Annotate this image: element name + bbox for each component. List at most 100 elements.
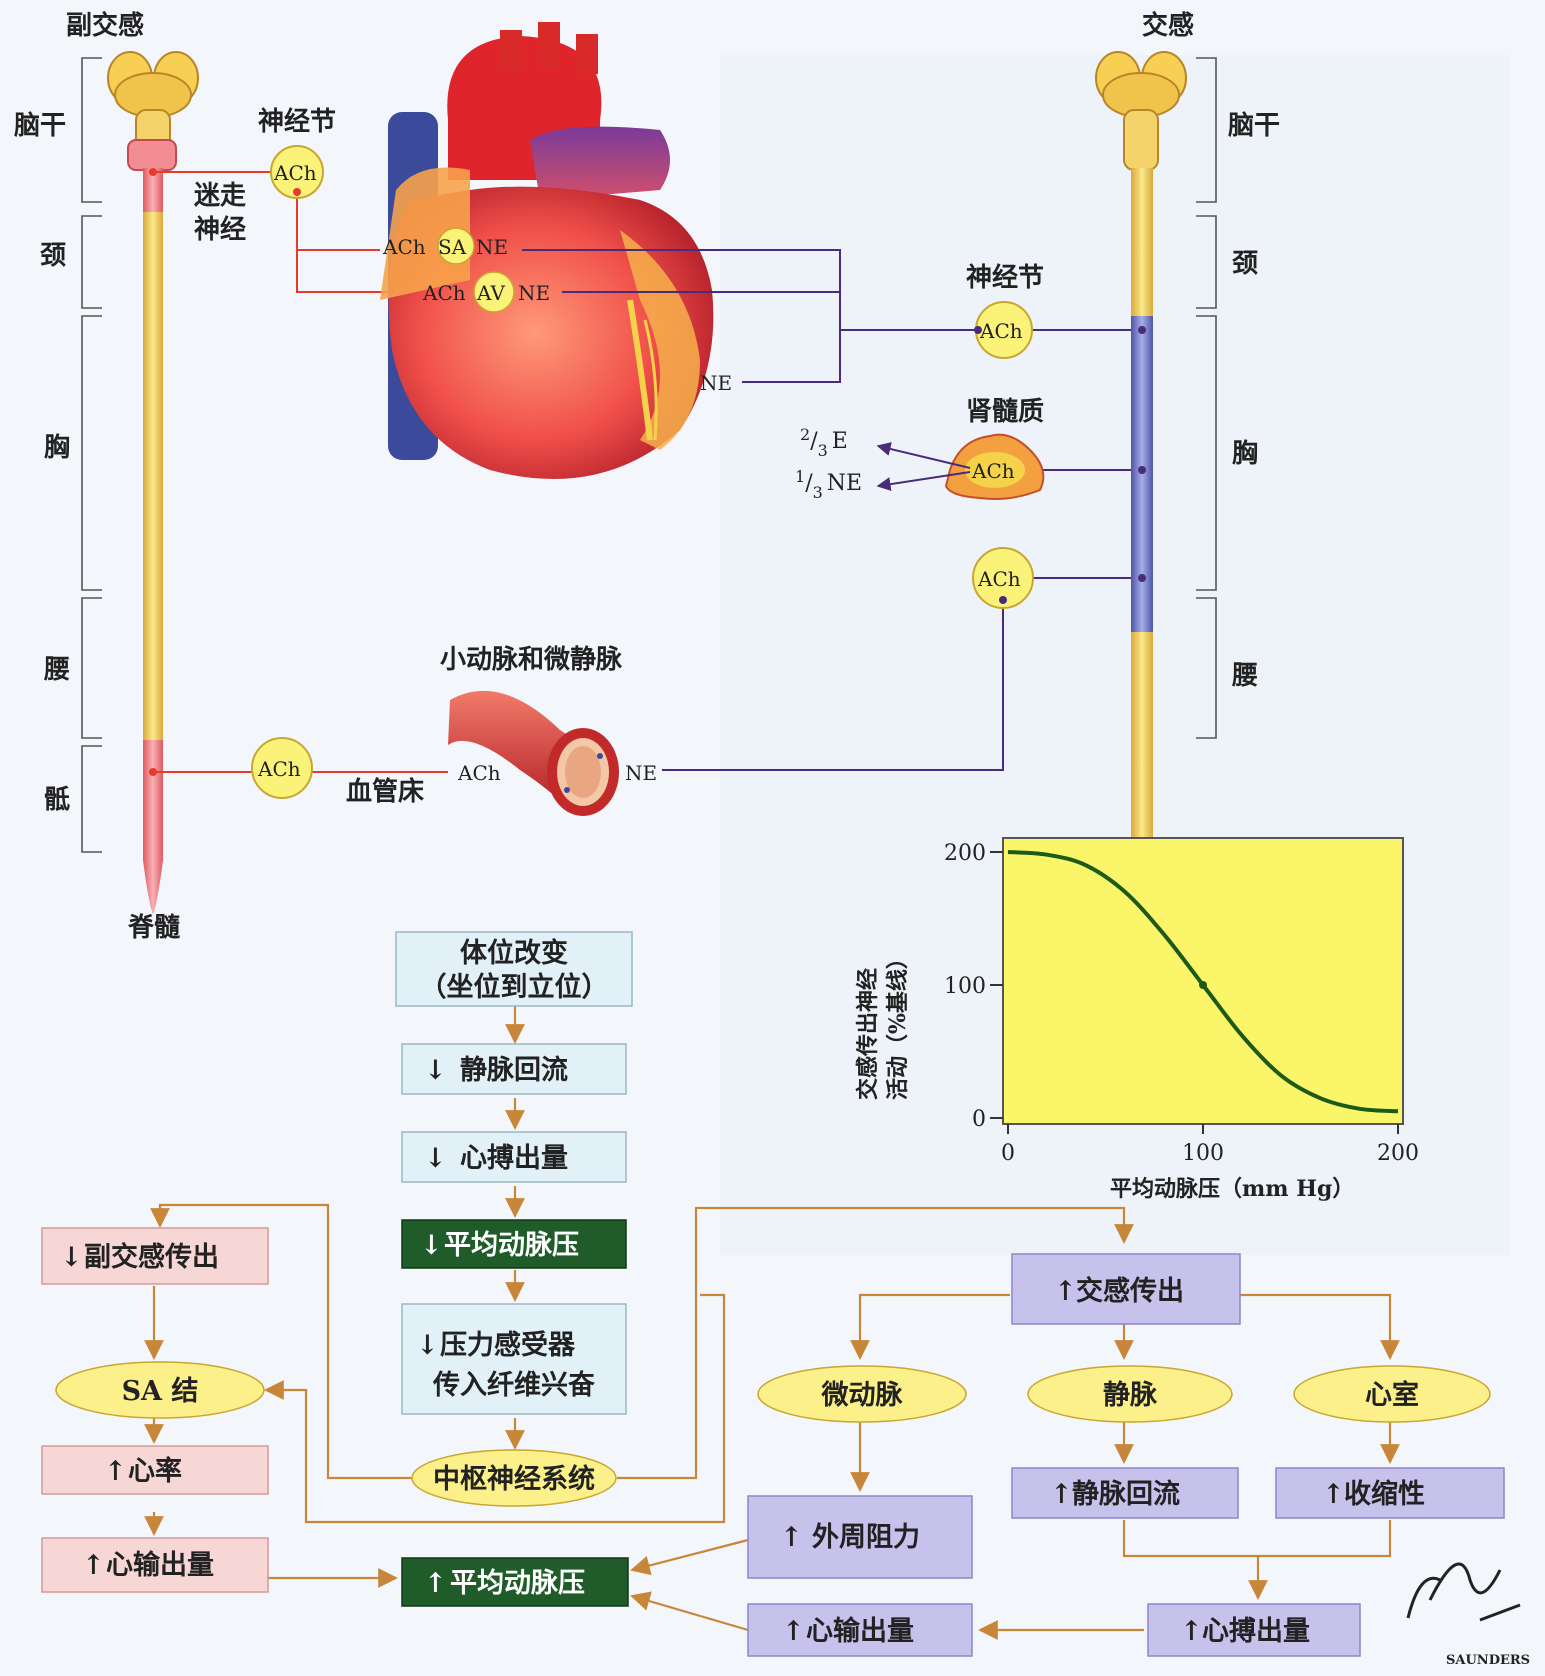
ganglion-label-right: 神经节 [966,262,1044,293]
ventricle-ne-label: NE [700,371,732,395]
adrenal-medulla-label: 肾髓质 [966,397,1044,427]
down-arrow-5: ↓ [60,1242,83,1273]
chart-xlabel: 平均动脉压（mm Hg） [1110,1176,1354,1202]
parasym-out-label: 副交感传出 [84,1241,219,1273]
cord-left-thoracolumbar [143,212,163,740]
vagal-ganglion-ach: ACh [273,161,317,185]
x-tick-label: 0 [1001,1141,1015,1166]
av-ne-label: NE [518,281,550,305]
ne-frac-den: 3 [813,483,823,502]
parasym-out-box: ↓ 副交感传出 [42,1228,268,1284]
lumbar-label-right: 腰 [1231,661,1258,691]
venous-return-up-box: ↑ 静脉回流 [1012,1468,1238,1518]
cord-dot-1 [1138,326,1146,334]
up-arrow-3: ↑ [424,1568,447,1599]
cardiac-output-left-box: ↑ 心输出量 [42,1538,268,1592]
map-down-box: ↓ 平均动脉压 [402,1220,626,1268]
vessel-ne-label: NE [625,761,657,785]
ventricles-oval: 心室 [1294,1366,1490,1422]
e-label: E [832,429,848,454]
posture-line-2: （坐位到立位） [420,971,609,1003]
venous-return-down-label: 静脉回流 [460,1055,568,1086]
contractility-box: ↑ 收缩性 [1276,1468,1504,1518]
map-down-label: 平均动脉压 [444,1230,579,1261]
cardiac-output-right-box: ↑ 心输出量 [748,1604,972,1656]
cns-oval: 中枢神经系统 [412,1450,616,1506]
av-ach-label: ACh [422,281,466,305]
up-arrow-8: ↑ [782,1616,805,1647]
brainstem-left [108,52,198,170]
ventricles-label: 心室 [1365,1379,1419,1411]
e-frac-num: 2 [800,425,810,444]
e-frac-den: 3 [818,441,828,460]
stroke-volume-down-box: ↓ 心搏出量 [402,1132,626,1182]
stroke-volume-up-label: 心搏出量 [1202,1616,1310,1647]
venous-return-down-box: ↓ 静脉回流 [402,1044,626,1094]
sa-label: SA [438,235,467,259]
baroreceptor-line-2: 传入纤维兴奋 [432,1370,596,1401]
brainstem-label-right: 脑干 [1228,111,1280,141]
sa-node-oval: SA 结 [56,1362,264,1418]
lumbar-label-left: 腰 [43,655,70,685]
sympathetic-ganglion-dot [974,326,982,334]
contractility-label: 收缩性 [1344,1478,1425,1510]
cord-right-lower [1131,632,1153,838]
vascular-bed-label: 血管床 [346,776,424,807]
cardiac-output-left-label: 心输出量 [106,1549,214,1581]
y-tick-label: 200 [944,841,986,866]
posture-line-1: 体位改变 [460,937,568,969]
vagus-origin-dot [149,168,157,176]
left-brackets [82,58,102,852]
brainstem-label-left: 脑干 [14,111,66,141]
cns-label: 中枢神经系统 [433,1463,595,1495]
chest-label-left: 胸 [44,433,70,463]
up-arrow-7: ↑ [780,1522,803,1553]
sym-out-box: ↑ 交感传出 [1012,1254,1240,1324]
chart-midpoint [1199,981,1207,989]
up-arrow-6: ↑ [1322,1479,1345,1510]
baroreceptor-box: ↓ 压力感受器 传入纤维兴奋 [402,1304,626,1414]
neck-label-right: 颈 [1232,249,1258,279]
sym-out-label: 交感传出 [1076,1275,1184,1307]
up-arrow-2: ↑ [82,1550,105,1581]
sacral-ganglion-ach: ACh [257,757,301,781]
vascular-ganglion-ach: ACh [977,567,1021,591]
down-arrow-1: ↓ [424,1055,447,1086]
vessel-illustration [448,691,619,816]
down-arrow-3: ↓ [420,1230,443,1261]
up-arrow-9: ↑ [1180,1616,1203,1647]
stroke-volume-down-label: 心搏出量 [460,1143,568,1174]
map-up-label: 平均动脉压 [450,1568,585,1599]
sympathetic-title: 交感 [1142,10,1194,41]
sacral-origin-dot [149,768,157,776]
neck-label-left: 颈 [40,241,66,271]
up-arrow-4: ↑ [1054,1276,1077,1307]
chart-ylabel-2: 活动（%基线） [885,947,911,1100]
ne-frac-label: NE [827,471,862,496]
spinal-cord-label: 脊髓 [127,913,181,943]
x-tick-label: 100 [1182,1141,1224,1166]
up-arrow-5: ↑ [1050,1479,1073,1510]
heart-rate-box: ↑ 心率 [42,1446,268,1494]
sa-ne-label: NE [476,235,508,259]
vessels-title: 小动脉和微静脉 [440,644,623,675]
cord-left-sacral [143,740,163,915]
down-arrow-2: ↓ [424,1143,447,1174]
veins-oval: 静脉 [1028,1366,1232,1422]
arterioles-oval: 微动脉 [758,1366,966,1422]
cardiac-output-right-label: 心输出量 [806,1615,914,1647]
y-tick-label: 0 [972,1107,986,1132]
av-label: AV [476,281,505,305]
y-tick-label: 100 [944,974,986,999]
venous-return-up-label: 静脉回流 [1072,1479,1180,1510]
heart-rate-label: 心率 [128,1455,182,1487]
veins-label: 静脉 [1103,1380,1158,1411]
peripheral-resistance-label: 外周阻力 [812,1522,920,1553]
cord-right-cervical [1131,168,1153,316]
parasympathetic-title: 副交感 [66,10,144,41]
sacral-label-left: 骶 [44,785,70,815]
ne-frac-num: 1 [795,467,805,486]
map-up-box: ↑ 平均动脉压 [402,1558,628,1606]
